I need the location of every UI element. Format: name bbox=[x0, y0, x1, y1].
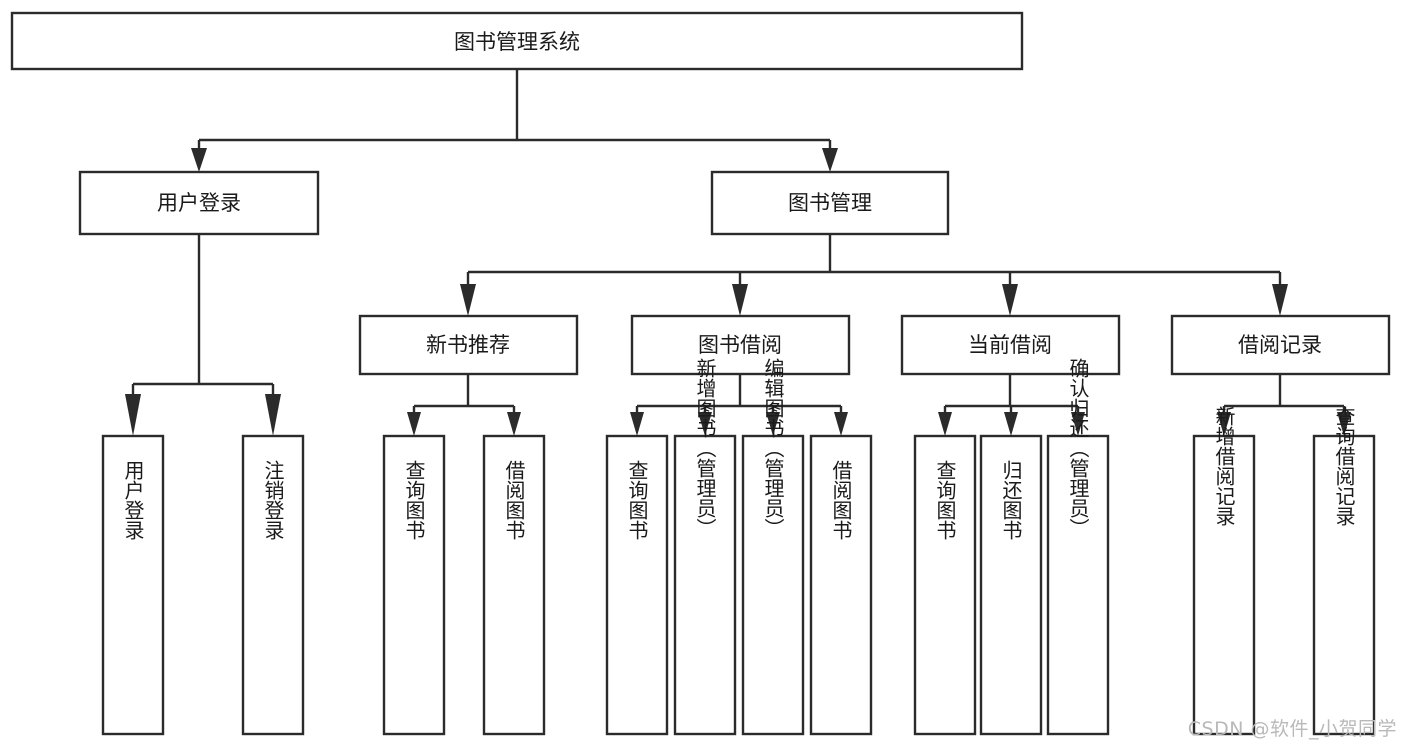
node-book-management-box[interactable] bbox=[710, 170, 950, 236]
node-user-login[interactable]: 用户登录 bbox=[78, 170, 320, 236]
leaf-recommend-search-book[interactable]: 查询图书 bbox=[382, 434, 446, 736]
arrow-head-icon bbox=[507, 412, 521, 436]
connector-layer bbox=[125, 69, 1351, 436]
leaf-borrow-search-book-box[interactable] bbox=[605, 434, 669, 736]
node-user-login-box[interactable] bbox=[78, 170, 320, 236]
leaf-record-add[interactable]: 新增借阅记录 bbox=[1192, 406, 1256, 736]
leaf-borrow-add-book-box[interactable] bbox=[673, 434, 737, 736]
leaf-borrow-add-book[interactable]: 新增图书（管理员） bbox=[673, 358, 737, 736]
node-root-label: 图书管理系统 bbox=[454, 30, 580, 54]
node-root[interactable]: 图书管理系统 bbox=[10, 11, 1024, 71]
node-borrow-record[interactable]: 借阅记录 bbox=[1170, 314, 1391, 376]
arrow-head-icon bbox=[460, 284, 476, 316]
node-book-borrow-box[interactable] bbox=[630, 314, 851, 376]
arrow-head-icon bbox=[1071, 412, 1085, 436]
leaf-current-confirm-return-label: 确认归还（管理员） bbox=[1066, 358, 1090, 538]
node-borrow-record-label: 借阅记录 bbox=[1238, 333, 1322, 357]
leaf-borrow-add-book-label: 新增图书（管理员） bbox=[693, 358, 717, 538]
arrow-head-icon bbox=[1337, 412, 1351, 436]
leaf-current-return-book[interactable]: 归还图书 bbox=[979, 434, 1043, 736]
leaf-recommend-search-book-label: 查询图书 bbox=[402, 460, 426, 540]
leaf-logout-label: 注销登录 bbox=[261, 460, 285, 540]
node-book-borrow-label: 图书借阅 bbox=[698, 333, 782, 357]
node-book-management-label: 图书管理 bbox=[788, 191, 872, 215]
leaf-borrow-search-book-label: 查询图书 bbox=[625, 460, 649, 540]
leaf-user-login-label: 用户登录 bbox=[121, 460, 145, 540]
leaf-borrow-borrow-book[interactable]: 借阅图书 bbox=[809, 434, 873, 736]
leaf-record-search-label: 查询借阅记录 bbox=[1332, 406, 1356, 526]
leaf-user-login[interactable]: 用户登录 bbox=[101, 434, 165, 736]
arrow-head-icon bbox=[1217, 412, 1231, 436]
leaf-record-add-label: 新增借阅记录 bbox=[1212, 406, 1236, 526]
arrow-head-icon bbox=[1002, 284, 1018, 316]
leaf-current-confirm-return[interactable]: 确认归还（管理员） bbox=[1046, 358, 1110, 736]
arrow-head-icon bbox=[766, 412, 780, 436]
node-new-book-recommend-box[interactable] bbox=[358, 314, 579, 376]
node-user-login-label: 用户登录 bbox=[157, 191, 241, 215]
arrow-head-icon bbox=[698, 412, 712, 436]
arrow-head-icon bbox=[125, 394, 141, 436]
leaf-current-return-book-label: 归还图书 bbox=[999, 460, 1023, 540]
arrow-head-icon bbox=[1272, 284, 1288, 316]
leaf-current-confirm-return-box[interactable] bbox=[1046, 434, 1110, 736]
leaf-record-search-box[interactable] bbox=[1312, 434, 1376, 736]
node-book-borrow[interactable]: 图书借阅 bbox=[630, 314, 851, 376]
node-current-borrow-box[interactable] bbox=[900, 314, 1121, 376]
arrow-head-icon bbox=[732, 284, 748, 316]
leaf-borrow-edit-book-box[interactable] bbox=[741, 434, 805, 736]
arrow-head-icon bbox=[1004, 412, 1018, 436]
leaf-record-add-box[interactable] bbox=[1192, 434, 1256, 736]
leaf-borrow-edit-book-label: 编辑图书（管理员） bbox=[761, 358, 785, 538]
leaf-logout[interactable]: 注销登录 bbox=[241, 434, 305, 736]
leaf-recommend-borrow-book-box[interactable] bbox=[482, 434, 546, 736]
leaf-record-search[interactable]: 查询借阅记录 bbox=[1312, 406, 1376, 736]
node-new-book-recommend[interactable]: 新书推荐 bbox=[358, 314, 579, 376]
node-borrow-record-box[interactable] bbox=[1170, 314, 1391, 376]
leaf-borrow-borrow-book-label: 借阅图书 bbox=[829, 460, 853, 540]
node-new-book-recommend-label: 新书推荐 bbox=[426, 333, 510, 357]
leaf-borrow-search-book[interactable]: 查询图书 bbox=[605, 434, 669, 736]
node-book-management[interactable]: 图书管理 bbox=[710, 170, 950, 236]
leaf-current-return-book-box[interactable] bbox=[979, 434, 1043, 736]
arrow-head-icon bbox=[407, 412, 421, 436]
leaf-borrow-edit-book[interactable]: 编辑图书（管理员） bbox=[741, 358, 805, 736]
leaf-recommend-borrow-book-label: 借阅图书 bbox=[502, 460, 526, 540]
leaf-current-search-book[interactable]: 查询图书 bbox=[913, 434, 977, 736]
arrow-head-icon bbox=[265, 394, 281, 436]
arrow-head-icon bbox=[834, 412, 848, 436]
arrow-head-icon bbox=[938, 412, 952, 436]
leaf-borrow-borrow-book-box[interactable] bbox=[809, 434, 873, 736]
node-root-box[interactable] bbox=[10, 11, 1024, 71]
leaf-user-login-box[interactable] bbox=[101, 434, 165, 736]
leaf-recommend-borrow-book[interactable]: 借阅图书 bbox=[482, 434, 546, 736]
node-current-borrow-label: 当前借阅 bbox=[968, 333, 1052, 357]
node-current-borrow[interactable]: 当前借阅 bbox=[900, 314, 1121, 376]
leaf-current-search-book-label: 查询图书 bbox=[933, 460, 957, 540]
leaf-current-search-book-box[interactable] bbox=[913, 434, 977, 736]
arrow-head-icon bbox=[630, 412, 644, 436]
leaf-recommend-search-book-box[interactable] bbox=[382, 434, 446, 736]
arrow-head-icon bbox=[822, 148, 838, 172]
leaf-logout-box[interactable] bbox=[241, 434, 305, 736]
arrow-head-icon bbox=[191, 148, 207, 172]
